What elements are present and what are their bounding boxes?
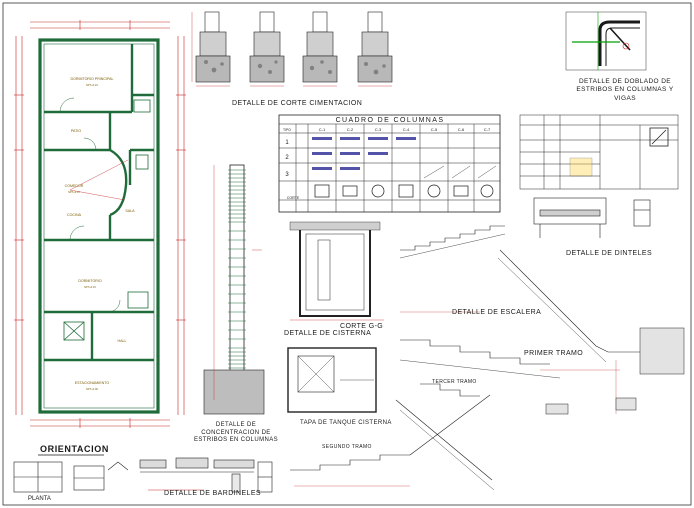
room-label-hall: HALL xyxy=(118,339,127,343)
landing-block xyxy=(545,327,685,415)
caption-first-flight: PRIMER TRAMO xyxy=(524,350,584,357)
svg-text:NPT+0.15: NPT+0.15 xyxy=(84,285,96,289)
column-header-c-6: C-6 xyxy=(458,127,465,132)
plan-interior-walls xyxy=(44,44,154,362)
column-table-type-header: TIPO xyxy=(283,128,291,132)
room-label-dormitorio: DORMITORIO xyxy=(78,279,101,283)
column-header-c-5: C-5 xyxy=(431,127,438,132)
room-label-estacionamiento: ESTACIONAMIENTO xyxy=(75,381,110,385)
svg-text:NPT+0.15: NPT+0.15 xyxy=(68,190,80,194)
plan-outer-wall xyxy=(38,38,160,414)
plan-dimension-lines xyxy=(14,20,186,428)
column-row-label-2: 2 xyxy=(285,155,289,161)
column-table-section-label: CORTE xyxy=(287,196,300,200)
svg-text:NPT+0.00: NPT+0.00 xyxy=(86,387,98,391)
stirrup-bending-detail xyxy=(565,11,647,71)
caption-stirrup-bending: DETALLE DE DOBLADO DE ESTRIBOS EN COLUMN… xyxy=(576,78,674,102)
parapet-details xyxy=(139,457,273,493)
column-table-headers: C-1 C-2 C-3 C-4 C-5 C-6 C-7 xyxy=(319,127,491,132)
caption-second-flight: SEGUNDO TRAMO xyxy=(322,444,372,450)
column-header-c-1: C-1 xyxy=(319,127,326,132)
room-label-comedor: COMEDOR xyxy=(65,184,84,188)
column-header-c-2: C-2 xyxy=(347,127,354,132)
stair-hatching xyxy=(294,311,620,487)
room-label-patio: PATIO xyxy=(71,129,81,133)
room-label-dorm-principal: DORMITORIO PRINCIPAL xyxy=(71,77,114,81)
caption-third-flight: TERCER TRAMO xyxy=(432,379,477,385)
caption-foundation-detail: DETALLE DE CORTE CIMENTACION xyxy=(232,100,363,107)
room-labels: DORMITORIO PRINCIPAL PATIO COMEDOR COCIN… xyxy=(65,77,136,385)
foundation-sections xyxy=(191,11,393,87)
caption-column-stirrups: DETALLE DE CONCENTRACION DE ESTRIBOS EN … xyxy=(193,422,278,443)
cistern-detail xyxy=(289,221,384,321)
column-row-label-1: 1 xyxy=(285,140,289,146)
tank-cover-detail xyxy=(287,347,377,413)
stair-detail xyxy=(290,225,640,491)
column-table-title: CUADRO DE COLUMNAS xyxy=(336,117,445,124)
room-label-sala: SALA xyxy=(125,209,135,213)
column-header-c-4: C-4 xyxy=(403,127,410,132)
column-header-c-7: C-7 xyxy=(484,127,491,132)
caption-stair-detail: DETALLE DE ESCALERA xyxy=(452,309,542,316)
design-tables xyxy=(519,114,679,190)
column-header-c-3: C-3 xyxy=(375,127,382,132)
plan-label: PLANTA xyxy=(28,496,51,502)
orientation-block: ORIENTACION PLANTA xyxy=(13,444,129,502)
svg-text:NPT+0.15: NPT+0.15 xyxy=(86,83,98,87)
room-label-cocina: COCINA xyxy=(67,213,82,217)
column-stirrup-detail xyxy=(203,164,265,415)
caption-parapet: DETALLE DE BARDINELES xyxy=(164,490,261,497)
lintels-detail xyxy=(533,197,651,238)
caption-cistern: DETALLE DE CISTERNA xyxy=(284,330,372,337)
column-table-row-labels: 1 2 3 xyxy=(285,140,289,178)
orientation-title: ORIENTACION xyxy=(40,444,109,454)
column-row-label-3: 3 xyxy=(285,172,289,178)
floor-plan: DORMITORIO PRINCIPAL PATIO COMEDOR COCIN… xyxy=(14,20,186,428)
caption-lintels: DETALLE DE DINTELES xyxy=(566,250,653,257)
caption-tank-cover: TAPA DE TANQUE CISTERNA xyxy=(300,420,392,426)
caption-section-gg: CORTE G-G xyxy=(340,323,384,330)
